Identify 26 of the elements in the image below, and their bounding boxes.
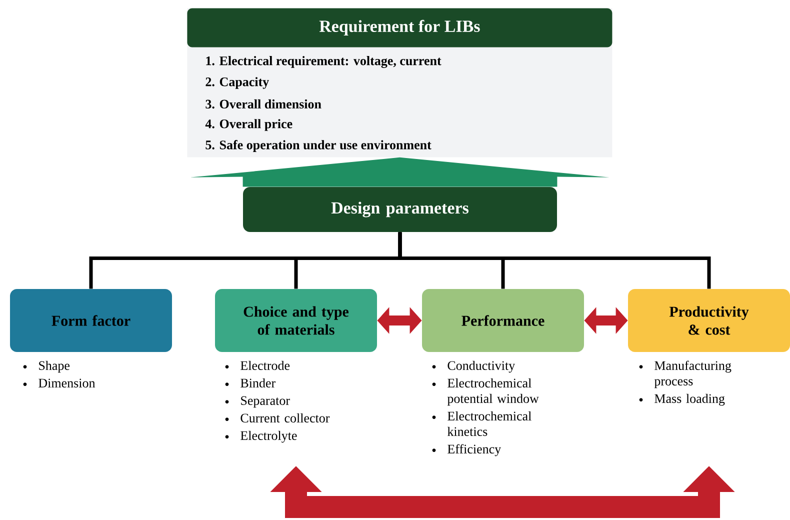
category-box: Form factor xyxy=(10,289,172,352)
list-item: 3. Overall dimension xyxy=(206,99,322,109)
bullet-item: Electrode xyxy=(240,360,290,370)
header-bar: Requirement for LIBs xyxy=(187,8,612,48)
bullet-item: Separator xyxy=(241,396,290,408)
bullet-item: Electrochemical potential window xyxy=(447,378,539,406)
list-item: 4. Overall price xyxy=(205,119,292,131)
bullet-item: Current collector xyxy=(240,413,330,422)
bullet-item: Binder xyxy=(240,378,276,388)
bullet-item: Electrochemical kinetics xyxy=(447,411,532,436)
bullet-item: Electrolyte xyxy=(240,430,297,443)
block-arrow xyxy=(190,157,610,187)
bullet-item: Manufacturing process xyxy=(654,360,732,388)
list-item: 5. Safe operation under use environment xyxy=(206,140,432,152)
tree-line xyxy=(398,232,711,289)
category-box: Choice and type of materials xyxy=(215,289,377,352)
bullet-item: Shape xyxy=(39,360,70,373)
design-box: Design parameters xyxy=(243,187,557,232)
list-item: 1. Electrical requirement: voltage, current xyxy=(206,56,442,68)
bullet-item: Mass loading xyxy=(654,394,725,406)
bullet-item: Conductivity xyxy=(448,360,516,373)
category-box: Performance xyxy=(422,289,584,352)
list-item: 2. Capacity xyxy=(206,77,269,89)
category-box: Productivity & cost xyxy=(628,289,790,352)
bullet-item: Dimension xyxy=(38,378,96,388)
bullet-item: Efficiency xyxy=(448,444,502,456)
